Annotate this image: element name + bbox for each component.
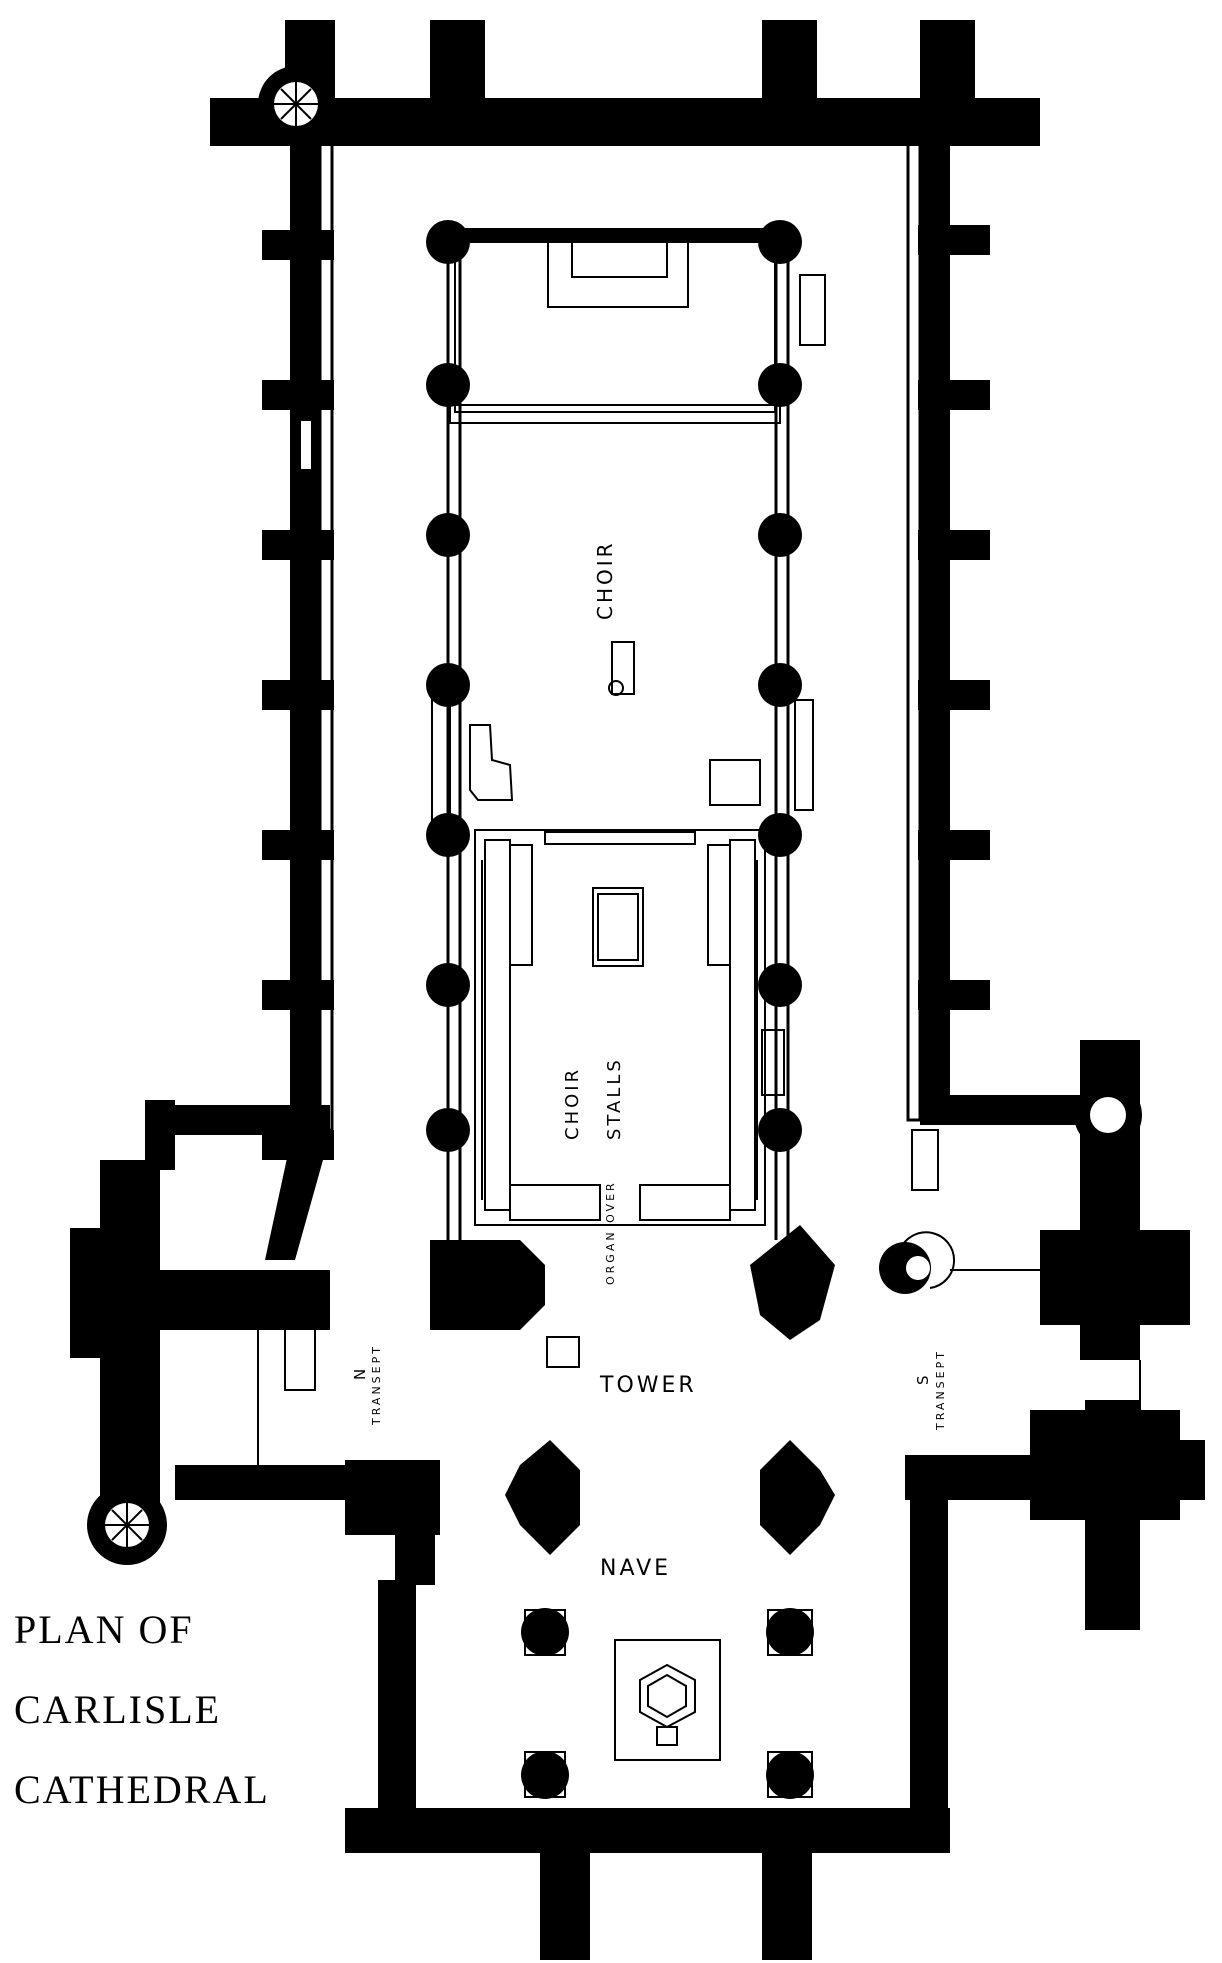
sanctuary [445, 228, 826, 424]
north-aisle-wall [262, 138, 334, 1160]
choir-stalls [474, 829, 766, 1226]
plan-labels: CHOIR CHOIR STALLS ORGAN OVER TOWER NAVE… [351, 540, 947, 1581]
n-transept-label-a: N [351, 1366, 369, 1380]
s-transept-label-a: S [914, 1372, 932, 1385]
s-transept-label-b: TRANSEPT [934, 1349, 947, 1431]
title-line-2: CARLISLE [14, 1687, 222, 1732]
east-end-walls [210, 20, 1040, 146]
nave [345, 1500, 950, 1960]
south-transept [879, 1040, 1205, 1630]
nave-label: NAVE [600, 1556, 671, 1581]
south-aisle-wall [906, 138, 990, 1122]
north-transept [70, 1100, 440, 1585]
choir-features [431, 641, 814, 1096]
choir-label: CHOIR [593, 540, 617, 620]
choir-stalls-label-b: STALLS [604, 1057, 625, 1140]
choir-stalls-label-a: CHOIR [562, 1067, 583, 1140]
tower-label: TOWER [599, 1373, 697, 1398]
title-line-3: CATHEDRAL [14, 1767, 270, 1812]
tower-piers [430, 1225, 835, 1555]
organ-over-label: ORGAN OVER [604, 1180, 617, 1285]
choir-piers [426, 220, 802, 1152]
n-transept-label-b: TRANSEPT [370, 1344, 383, 1426]
title-line-1: PLAN OF [14, 1607, 194, 1652]
